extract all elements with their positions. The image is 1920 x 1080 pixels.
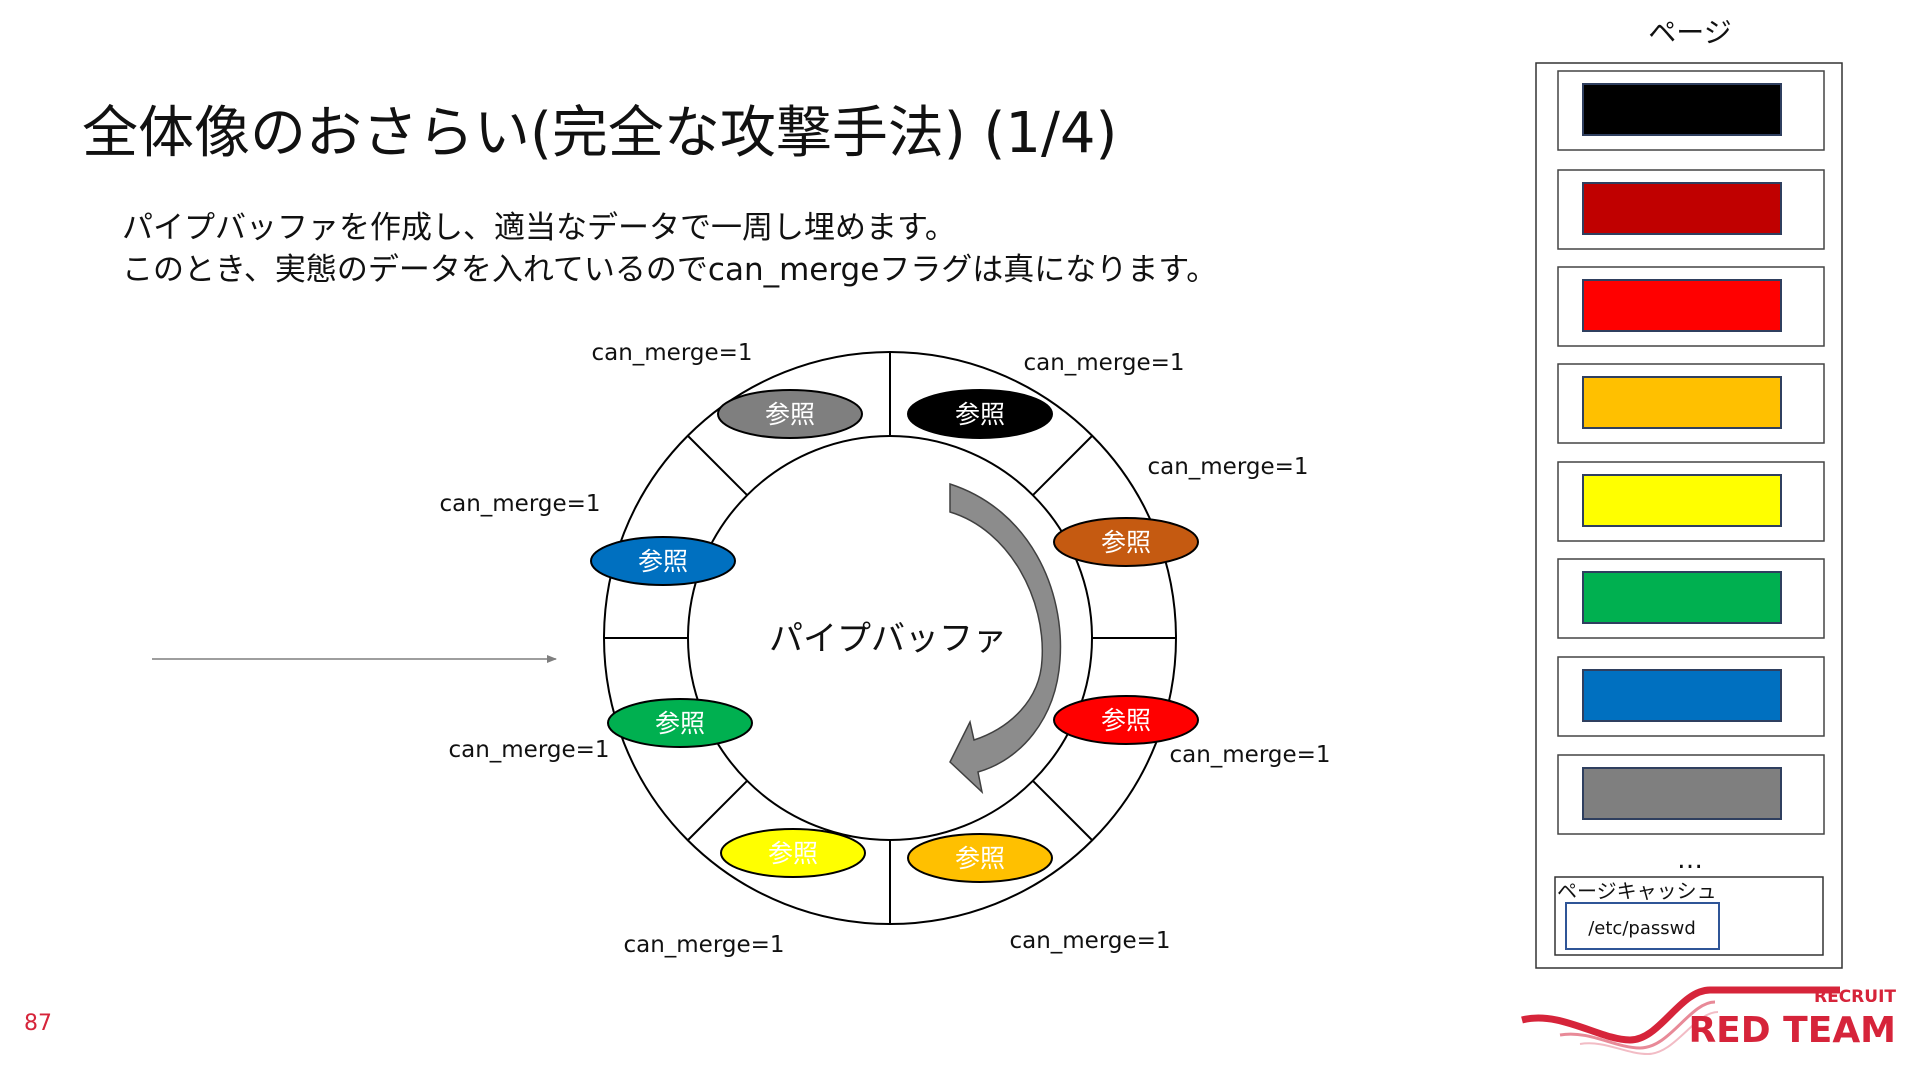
logo-swoosh-1 [1521, 986, 1840, 1044]
page-item [1557, 266, 1825, 347]
slot-label: 参照 [768, 839, 818, 868]
ring-divider [1032, 780, 1093, 841]
slot-oval [907, 389, 1053, 439]
page-item [1557, 363, 1825, 444]
page-item [1557, 558, 1825, 639]
logo-red-team: RED TEAM [1688, 1010, 1896, 1051]
page-panel-title: ページ [1648, 16, 1731, 49]
slot-reference: 参照 [607, 698, 753, 748]
can-merge-label: can_merge=1 [1147, 454, 1308, 480]
logo-swoosh-3 [1579, 1011, 1719, 1056]
slide-title: 全体像のおさらい(完全な攻撃手法) (1/4) [82, 101, 1117, 166]
slot-label: 参照 [765, 400, 815, 429]
page-ellipsis: … [1677, 845, 1703, 875]
flow-arrow [949, 482, 1062, 795]
page-fill [1582, 182, 1782, 235]
can-merge-label: can_merge=1 [591, 340, 752, 366]
page-fill [1582, 767, 1782, 820]
page-item [1557, 169, 1825, 250]
logo-swoosh-2 [1559, 1000, 1716, 1050]
page-fill [1582, 474, 1782, 527]
slot-label: 参照 [1101, 706, 1151, 735]
slot-oval [907, 833, 1053, 883]
slot-oval [1053, 517, 1199, 567]
page-number: 87 [24, 1011, 52, 1036]
ring-dividers [604, 352, 1176, 924]
slot-reference: 参照 [717, 389, 863, 439]
can-merge-label: can_merge=1 [439, 491, 600, 517]
slot-label: 参照 [955, 844, 1005, 873]
page-fill [1582, 83, 1782, 136]
can-merge-label: can_merge=1 [1009, 928, 1170, 954]
page-item [1557, 70, 1825, 151]
body-line-2: このとき、実態のデータを入れているのでcan_mergeフラグは真になります。 [122, 252, 1217, 288]
slot-reference: 参照 [1053, 517, 1199, 567]
page-item [1557, 461, 1825, 542]
ring-divider [687, 435, 748, 496]
page-fill [1582, 376, 1782, 429]
page-fill [1582, 279, 1782, 332]
pipe-slots: 参照参照参照参照参照参照参照参照 [590, 389, 1199, 883]
body-line-1: パイプバッファを作成し、適当なデータで一周し埋めます。 [122, 210, 956, 246]
pipe-buffer-label: パイプバッファ [769, 619, 1007, 659]
page-item [1557, 656, 1825, 737]
slot-oval [717, 389, 863, 439]
page-fill [1582, 571, 1782, 624]
slot-label: 参照 [1101, 528, 1151, 557]
can-merge-label: can_merge=1 [623, 932, 784, 958]
slot-oval [720, 828, 866, 878]
can-merge-label: can_merge=1 [1169, 742, 1330, 768]
cache-file-box [1565, 902, 1720, 950]
page-panel: ページ … ページキャッシュ /etc/passwd [1535, 16, 1843, 969]
slot-reference: 参照 [907, 833, 1053, 883]
slot-label: 参照 [955, 400, 1005, 429]
can-merge-labels: can_merge=1 can_merge=1 can_merge=1 can_mer… [439, 340, 1330, 958]
slot-reference: 参照 [1053, 695, 1199, 745]
slot-oval [607, 698, 753, 748]
cache-file-name: /etc/passwd [1588, 918, 1696, 939]
page-list [1557, 70, 1825, 835]
page-item [1557, 754, 1825, 835]
slot-label: 参照 [638, 547, 688, 576]
slot-label: 参照 [655, 709, 705, 738]
ring-divider [687, 780, 748, 841]
slot-reference: 参照 [590, 536, 736, 586]
ring-divider [1032, 435, 1093, 496]
recruit-red-team-logo: RECRUIT RED TEAM [1521, 986, 1896, 1056]
slot-oval [590, 536, 736, 586]
page-cache-label: ページキャッシュ [1557, 879, 1717, 903]
slot-oval [1053, 695, 1199, 745]
slot-reference: 参照 [907, 389, 1053, 439]
can-merge-label: can_merge=1 [1023, 350, 1184, 376]
can-merge-label: can_merge=1 [448, 737, 609, 763]
page-fill [1582, 669, 1782, 722]
slot-reference: 参照 [720, 828, 866, 878]
logo-recruit: RECRUIT [1814, 987, 1896, 1007]
